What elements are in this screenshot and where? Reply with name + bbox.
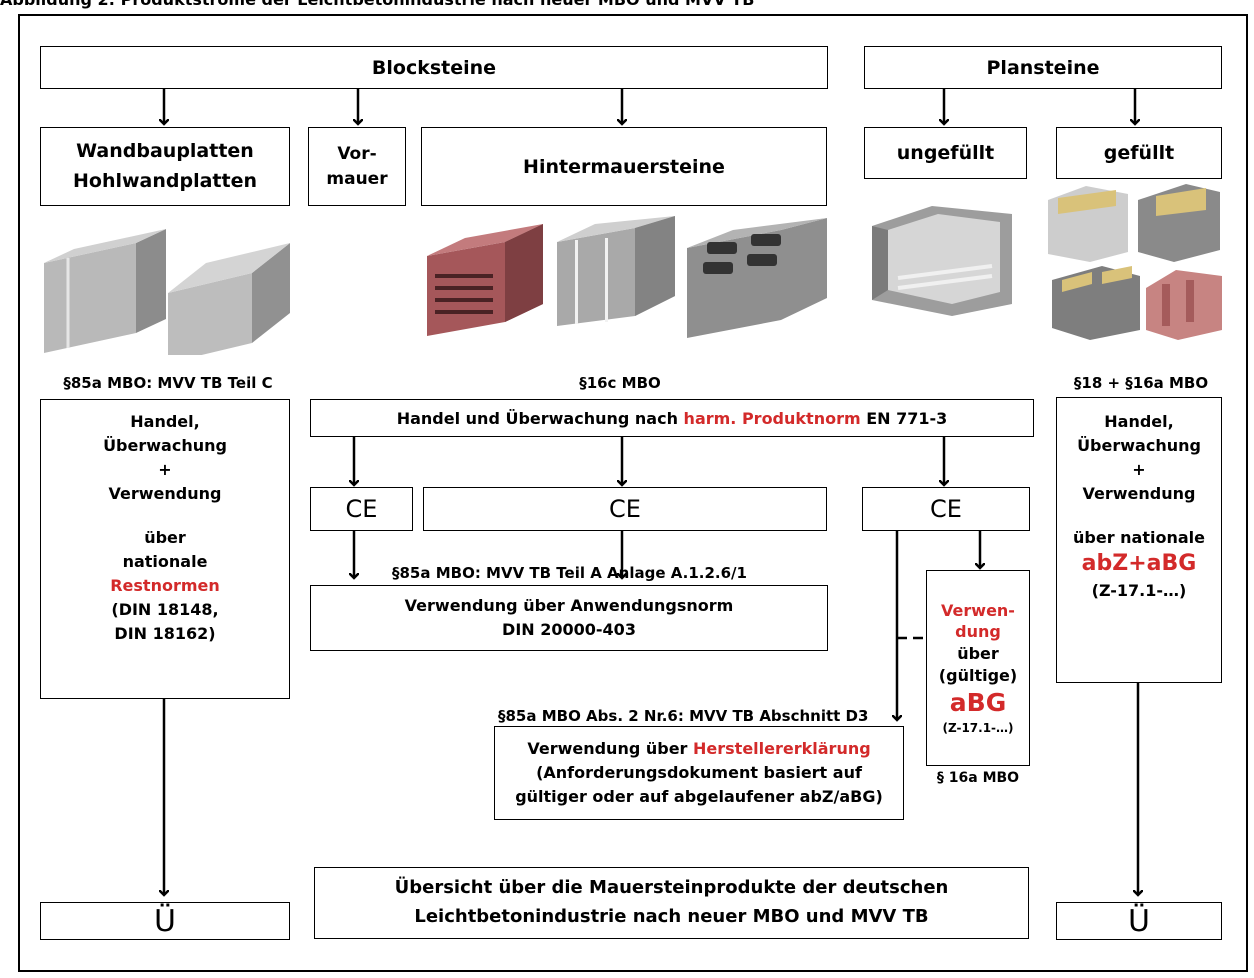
ce-mark-left: CE xyxy=(310,487,413,531)
ue-symbol-right: Ü xyxy=(1056,902,1222,940)
summary-box: Übersicht über die Mauersteinprodukte de… xyxy=(314,867,1029,939)
left-caption: §85a MBO: MVV TB Teil C xyxy=(63,374,273,392)
center-caption: §16c MBO xyxy=(579,374,661,392)
ce-mark-center: CE xyxy=(423,487,827,531)
hintermauer-box: Hintermauersteine xyxy=(421,127,827,206)
right-caption: §18 + §16a MBO xyxy=(1073,374,1209,392)
right-column-box: Handel, Überwachung + Verwendung über na… xyxy=(1056,397,1222,683)
figure-caption: Abbildung 2: Produktströme der Leichtbet… xyxy=(0,0,1254,12)
ce-mark-right: CE xyxy=(862,487,1030,531)
hintermauersteine-image xyxy=(427,216,827,338)
ue-symbol-left: Ü xyxy=(40,902,290,940)
plansteine-box: Plansteine xyxy=(864,46,1222,89)
abg-box: Verwen- dung über (gültige) aBG (Z-17.1-… xyxy=(926,570,1030,766)
d3-caption: §85a MBO Abs. 2 Nr.6: MVV TB Abschnitt D… xyxy=(498,707,869,725)
wandbauplatten-image xyxy=(44,229,290,355)
gefuellt-box: gefüllt xyxy=(1056,127,1222,179)
blocksteine-box: Blocksteine xyxy=(40,46,828,89)
diagram-frame xyxy=(18,14,1248,972)
herstellererklaerung-box: Verwendung über Herstellererklärung (Anf… xyxy=(494,726,904,820)
ungefuellt-image xyxy=(872,206,1012,316)
ungefuellt-box: ungefüllt xyxy=(864,127,1027,179)
harm-norm-box: Handel und Überwachung nach harm. Produk… xyxy=(310,399,1034,437)
gefuellt-image xyxy=(1048,184,1222,340)
vormauer-box: Vor-mauer xyxy=(308,127,406,206)
left-column-box: Handel, Überwachung + Verwendung über na… xyxy=(40,399,290,699)
anlage-caption: §85a MBO: MVV TB Teil A Anlage A.1.2.6/1 xyxy=(392,564,747,582)
abg-caption: § 16a MBO xyxy=(936,770,1020,786)
